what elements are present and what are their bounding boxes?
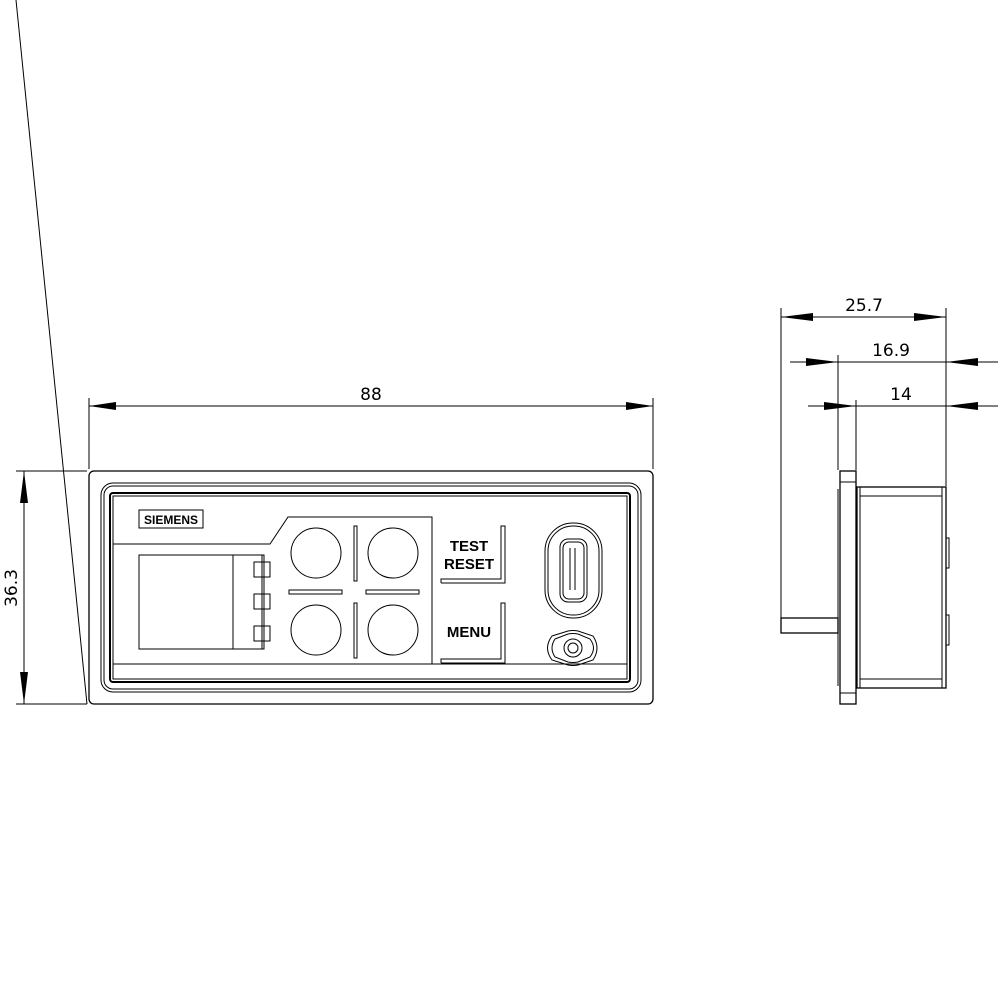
service-port: [547, 630, 598, 666]
button-top-right[interactable]: [367, 527, 419, 579]
led-3: [253, 625, 271, 642]
menu-button[interactable]: [440, 602, 506, 664]
siemens-logo: SIEMENS: [144, 513, 198, 527]
led-1: [253, 561, 271, 578]
led-2: [253, 593, 271, 610]
depth-total-dimension: 25.7: [845, 296, 883, 316]
button-bottom-left[interactable]: [290, 604, 342, 656]
side-view: 25.7 16.9 14: [780, 296, 998, 705]
menu-label: MENU: [447, 624, 491, 641]
front-view: SIEMENS TEST RESET MENU: [2, 0, 654, 705]
button-bottom-right[interactable]: [367, 604, 419, 656]
button-top-left[interactable]: [290, 527, 342, 579]
reset-label: RESET: [444, 556, 494, 573]
test-reset-button[interactable]: [440, 525, 506, 584]
test-label: TEST: [450, 538, 488, 555]
width-dimension: 88: [360, 385, 382, 405]
depth-inner-dimension: 14: [890, 385, 912, 405]
usb-port: [544, 522, 603, 619]
display-screen: [138, 554, 265, 650]
siemens-logo-box: [138, 509, 204, 529]
height-dimension: 36.3: [2, 569, 22, 607]
depth-body-dimension: 16.9: [872, 341, 910, 361]
